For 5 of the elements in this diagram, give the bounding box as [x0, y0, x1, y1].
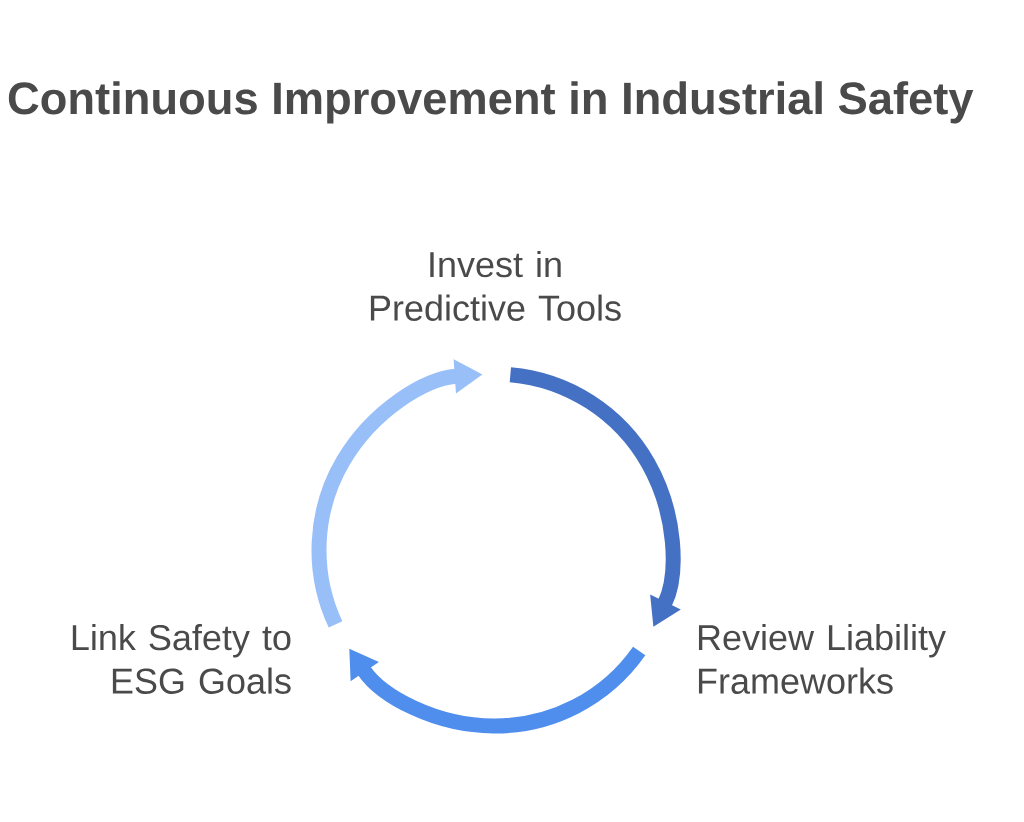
title: Continuous Improvement in Industrial Safety — [8, 81, 974, 124]
step-label: Invest in Predictive Tools — [370, 250, 621, 321]
step-label: Link Safety to ESG Goals — [72, 623, 291, 694]
curved-arrow — [349, 646, 646, 734]
step-label: Review Liability Frameworks — [698, 623, 946, 694]
